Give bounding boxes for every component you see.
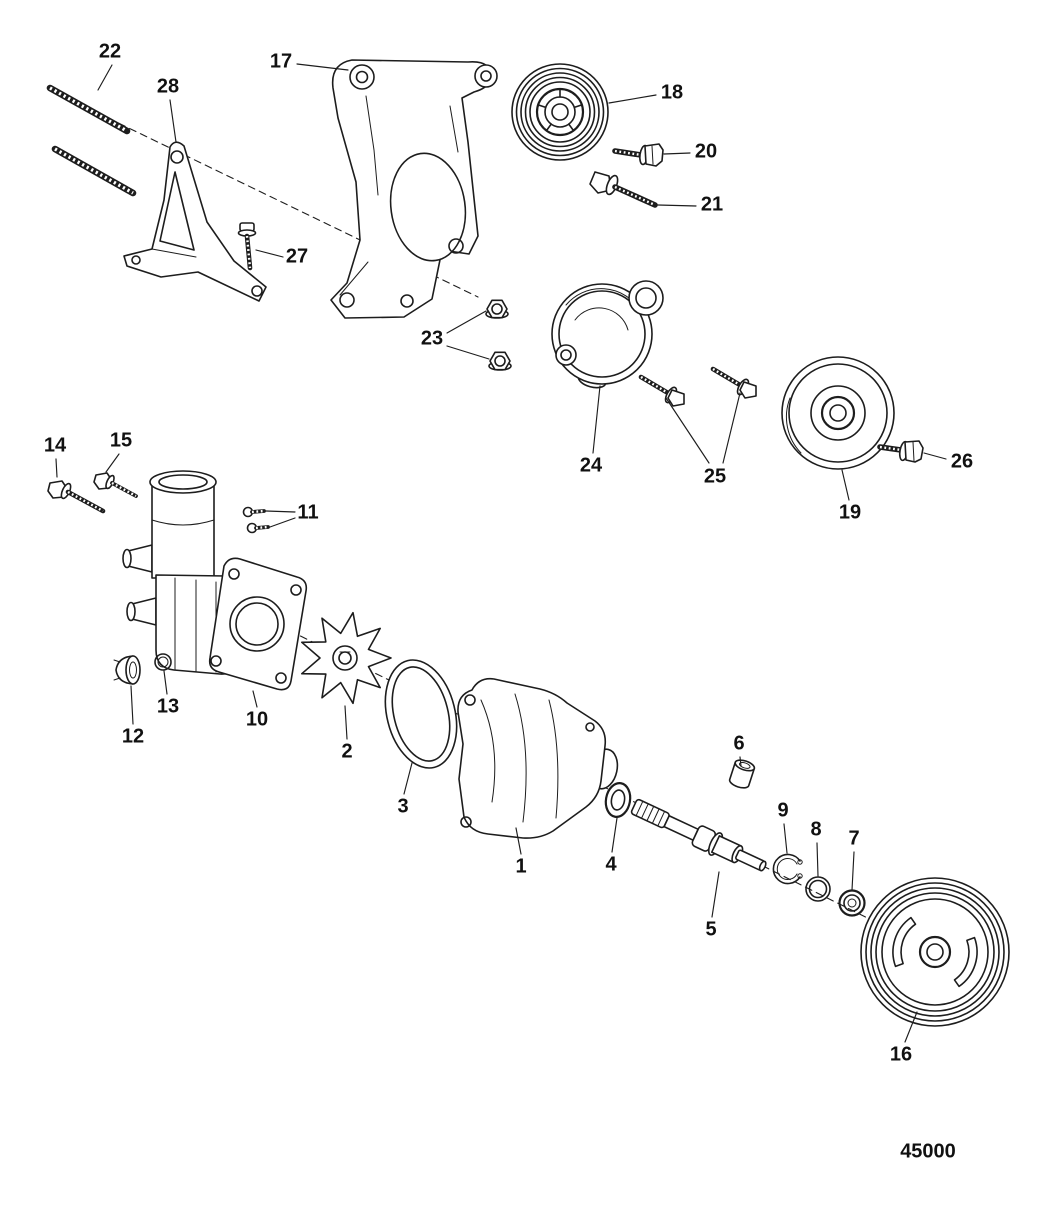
leader-10 — [252, 690, 258, 708]
part-12-plug — [113, 655, 141, 685]
leader-17 — [296, 63, 349, 71]
callout-26: 26 — [950, 450, 974, 473]
part-5-shaft — [630, 798, 767, 872]
callout-18: 18 — [660, 81, 684, 104]
part-9-snap-ring — [772, 853, 803, 885]
leader-7 — [851, 851, 855, 891]
part-23-nuts — [485, 299, 512, 371]
part-11-screws — [242, 506, 270, 534]
part-18-pulley — [511, 63, 609, 161]
callout-11: 11 — [297, 501, 319, 524]
figure-number: 45000 — [900, 1140, 956, 1163]
callout-28: 28 — [156, 75, 180, 98]
leader-25a — [665, 397, 710, 464]
leader-8 — [816, 842, 819, 877]
leader-6 — [739, 756, 742, 767]
part-20-bolt — [612, 143, 664, 167]
leader-3 — [403, 762, 413, 795]
part-1-pump-housing — [457, 677, 619, 839]
leader-19 — [841, 469, 850, 501]
leader-22 — [97, 64, 113, 91]
callout-6: 6 — [733, 732, 745, 755]
callout-7: 7 — [848, 827, 860, 850]
leader-11a — [265, 510, 296, 513]
leader-16 — [904, 1011, 918, 1043]
part-24-tensioner — [551, 280, 664, 389]
part-26-bolt — [877, 440, 924, 463]
callout-14: 14 — [43, 434, 67, 457]
leader-23a — [446, 310, 487, 334]
leader-23b — [446, 345, 490, 360]
callout-5: 5 — [705, 918, 717, 941]
part-3-gasket — [384, 659, 458, 769]
part-15-bolt — [93, 472, 138, 498]
part-16-pulley — [860, 877, 1010, 1027]
callout-13: 13 — [156, 695, 180, 718]
leader-21 — [657, 204, 697, 207]
callout-19: 19 — [838, 501, 862, 524]
part-21-bolt — [589, 171, 658, 208]
leader-14 — [55, 458, 58, 478]
leader-9 — [783, 823, 788, 854]
callout-21: 21 — [700, 193, 724, 216]
leader-18 — [608, 94, 657, 104]
part-27-bolt — [237, 222, 257, 271]
part-6-bushing — [728, 759, 756, 789]
callout-20: 20 — [694, 140, 718, 163]
part-10-flange-plate — [208, 557, 308, 691]
part-19-idler-pulley — [781, 356, 895, 470]
callout-9: 9 — [777, 799, 789, 822]
part-8-ring — [805, 876, 831, 902]
part-2-impeller — [300, 611, 392, 705]
leader-5 — [711, 871, 720, 918]
part-17-bracket — [330, 59, 498, 319]
callout-12: 12 — [121, 725, 145, 748]
part-4-seal — [604, 782, 632, 818]
callout-24: 24 — [579, 454, 603, 477]
callout-3: 3 — [397, 795, 409, 818]
leader-12 — [130, 685, 134, 725]
part-25-bolts — [638, 366, 757, 407]
leader-4 — [611, 817, 618, 853]
callout-15: 15 — [109, 429, 133, 452]
callout-16: 16 — [889, 1043, 913, 1066]
callout-27: 27 — [285, 245, 309, 268]
callout-25: 25 — [703, 465, 727, 488]
callout-10: 10 — [245, 708, 269, 731]
leader-15 — [105, 453, 120, 473]
leader-28 — [169, 99, 177, 143]
leader-lines — [55, 63, 947, 1043]
callout-4: 4 — [605, 853, 617, 876]
callout-22: 22 — [98, 40, 122, 63]
part-14-bolt — [47, 480, 106, 514]
leader-1 — [515, 827, 522, 855]
leader-24 — [592, 385, 601, 454]
leader-20 — [663, 152, 691, 155]
part-22-studs — [46, 84, 137, 197]
callout-1: 1 — [515, 855, 527, 878]
leader-27 — [255, 249, 284, 258]
part-28-bracket — [123, 141, 267, 302]
leader-25b — [722, 392, 741, 464]
callout-8: 8 — [810, 818, 822, 841]
leader-13 — [163, 670, 168, 695]
callout-17: 17 — [269, 50, 293, 73]
callout-2: 2 — [341, 740, 353, 763]
leader-26 — [923, 452, 947, 460]
part-13-oring — [154, 653, 172, 671]
leader-11b — [269, 517, 296, 528]
leader-2 — [344, 705, 348, 740]
part-7-seal — [838, 889, 866, 917]
callout-23: 23 — [420, 327, 444, 350]
